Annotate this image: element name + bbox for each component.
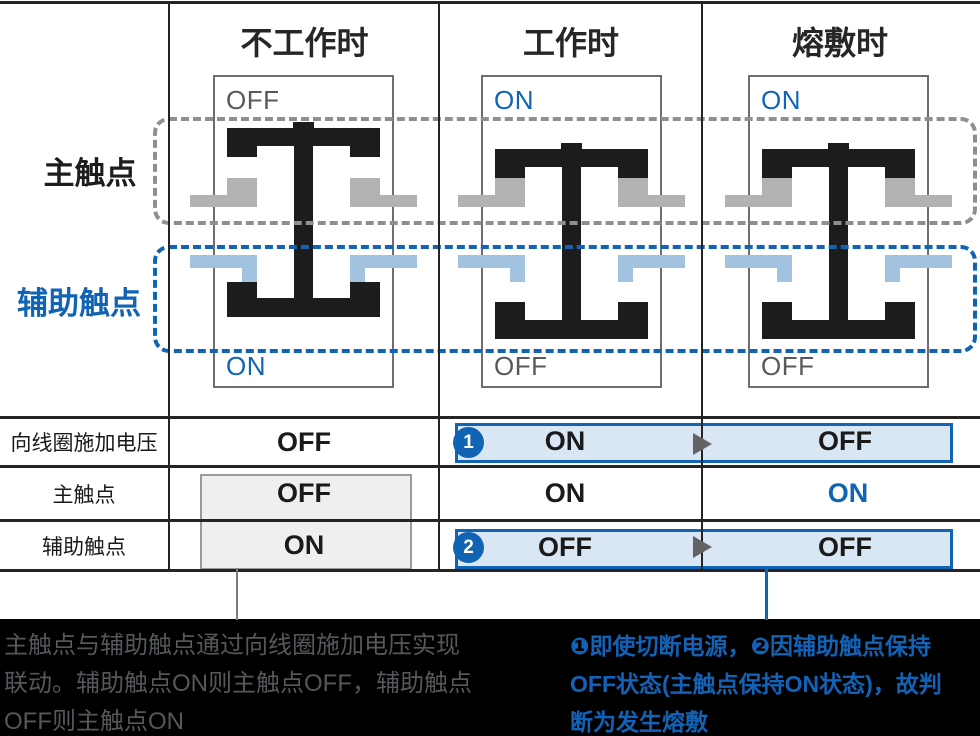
table-top-line xyxy=(0,416,980,419)
main-contact-dashed-outline xyxy=(153,117,977,225)
aux-to-value: OFF xyxy=(818,532,872,562)
idle-values-highlight-box xyxy=(200,474,412,570)
main-idle-value: OFF xyxy=(277,478,331,508)
main-contact-label: 主触点 xyxy=(43,156,137,191)
welded-main-state: ON xyxy=(761,85,801,115)
aux-from-value: OFF xyxy=(538,532,592,562)
transition-arrow-icon xyxy=(693,536,712,558)
column-divider-3 xyxy=(701,4,703,571)
aux-contact-dashed-outline xyxy=(153,245,977,353)
row-label-coil-voltage: 向线圈施加电压 xyxy=(10,432,158,455)
table-row-line-1 xyxy=(0,465,980,468)
relay-diagram-idle xyxy=(183,75,428,390)
row-label-aux-contact: 辅助触点 xyxy=(42,535,126,559)
left-note-connector xyxy=(236,568,238,620)
column-divider-1 xyxy=(168,4,170,571)
idle-aux-state: ON xyxy=(226,351,266,381)
badge-2: 2 xyxy=(453,532,484,563)
note-right-line-2: OFF状态(主触点保持ON状态)，故判 xyxy=(570,671,942,697)
operating-aux-state: OFF xyxy=(494,351,548,381)
table-row-line-2 xyxy=(0,519,980,522)
column-divider-2 xyxy=(438,4,440,571)
note-left: 主触点与辅助触点通过向线圈施加电压实现 联动。辅助触点ON则主触点OFF，辅助触… xyxy=(4,627,544,736)
relay-diagram-welded xyxy=(718,75,963,390)
note-right-line-3: 断为发生熔敷 xyxy=(570,709,708,735)
row-label-main-contact: 主触点 xyxy=(52,483,116,507)
column-header-operating: 工作时 xyxy=(522,25,619,61)
main-operating-value: ON xyxy=(544,478,586,508)
coil-idle-value: OFF xyxy=(277,426,331,457)
aux-idle-value: ON xyxy=(283,530,325,560)
welded-aux-state: OFF xyxy=(761,351,815,381)
idle-main-state: OFF xyxy=(226,85,280,115)
column-header-idle: 不工作时 xyxy=(240,25,369,61)
coil-to-value: OFF xyxy=(818,426,872,456)
notes-background xyxy=(0,619,980,736)
column-header-welded: 熔敷时 xyxy=(791,25,888,61)
note-left-line-1: 主触点与辅助触点通过向线圈施加电压实现 xyxy=(4,632,460,659)
badge-1: 1 xyxy=(453,427,484,458)
main-welded-value: ON xyxy=(827,478,869,508)
note-right: ❶即使切断电源，❷因辅助触点保持 OFF状态(主触点保持ON状态)，故判 断为发… xyxy=(570,627,970,736)
table-bottom-line xyxy=(0,569,980,572)
note-left-line-3: OFF则主触点ON xyxy=(4,708,184,735)
coil-from-value: ON xyxy=(544,426,586,456)
right-note-connector xyxy=(765,566,768,620)
relay-diagram-operating xyxy=(451,75,696,390)
aux-contact-label: 辅助触点 xyxy=(17,286,141,321)
transition-arrow-icon xyxy=(693,433,712,455)
note-right-line-1: ❶即使切断电源，❷因辅助触点保持 xyxy=(570,633,931,659)
operating-main-state: ON xyxy=(494,85,534,115)
top-border-line xyxy=(0,1,980,4)
note-left-line-2: 联动。辅助触点ON则主触点OFF，辅助触点 xyxy=(4,670,472,697)
